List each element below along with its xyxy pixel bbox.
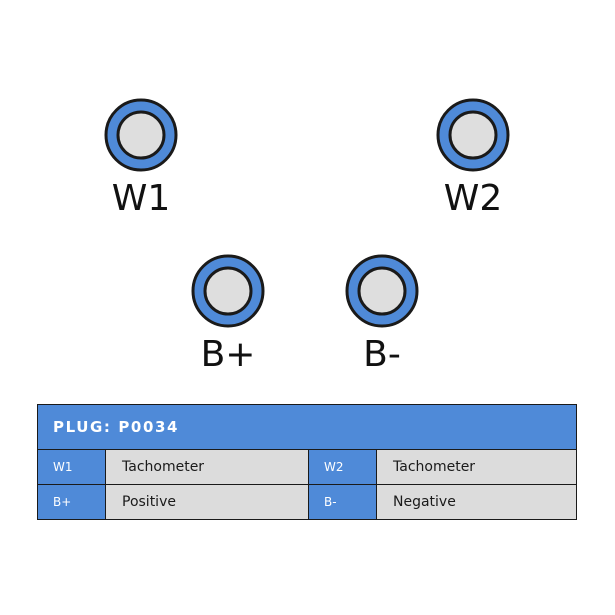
terminal-label-w1: W1: [111, 178, 171, 219]
table-row: W1 Tachometer W2 Tachometer: [37, 449, 577, 485]
pin-code-cell: W1: [37, 449, 106, 485]
pin-bminus-icon: [345, 254, 419, 328]
pin-code-cell: B-: [308, 484, 377, 520]
plug-title: PLUG: P0034: [37, 404, 577, 450]
pin-code-cell: B+: [37, 484, 106, 520]
terminal-label-w2: W2: [443, 178, 503, 219]
pin-function-cell: Tachometer: [105, 449, 309, 485]
connector-diagram: W1 W2 B+ B-: [104, 98, 510, 375]
pin-function-cell: Tachometer: [376, 449, 577, 485]
terminal-label-bminus: B-: [363, 334, 401, 375]
pin-bplus-icon: [191, 254, 265, 328]
pin-code-cell: W2: [308, 449, 377, 485]
plug-pinout-table: PLUG: P0034 W1 Tachometer W2 Tachometer …: [37, 404, 577, 520]
connector-face: [104, 98, 510, 328]
pin-w2-icon: [436, 98, 510, 172]
pin-function-cell: Positive: [105, 484, 309, 520]
terminal-label-bplus: B+: [200, 334, 256, 375]
pin-w1-icon: [104, 98, 178, 172]
table-title-row: PLUG: P0034: [37, 404, 577, 450]
pin-function-cell: Negative: [376, 484, 577, 520]
table-row: B+ Positive B- Negative: [37, 484, 577, 520]
